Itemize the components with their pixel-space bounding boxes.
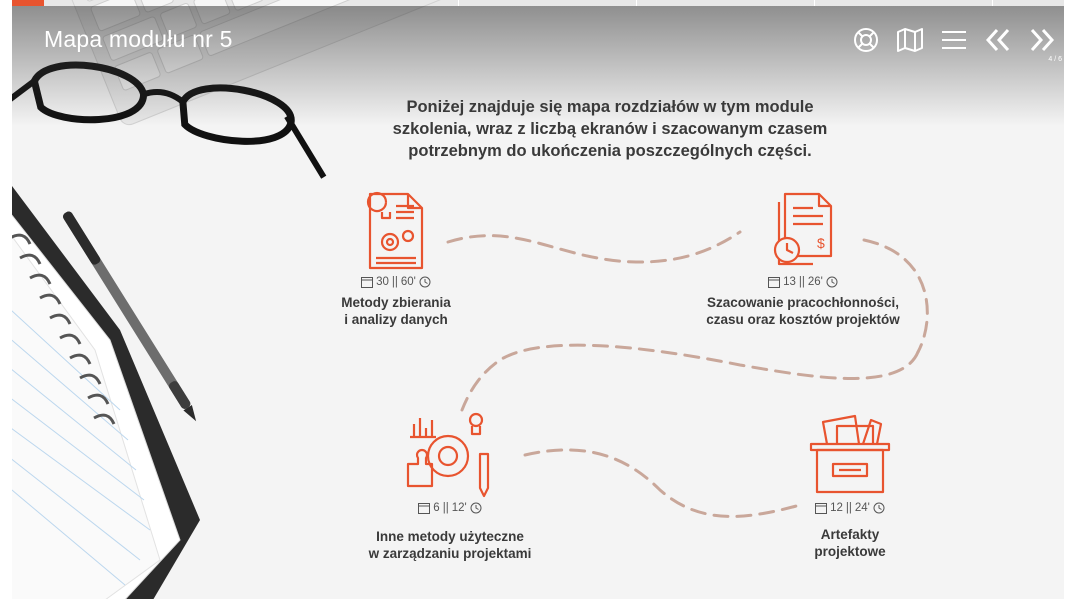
prev-button[interactable] [982, 24, 1014, 56]
frame-bottom [0, 599, 1068, 605]
chapter-time: 60' [400, 276, 416, 288]
screen-icon [768, 276, 781, 288]
invoice-clock-icon: $ [773, 192, 833, 266]
hamburger-icon [942, 31, 966, 49]
chapter-separator: || [845, 502, 852, 514]
chapter-label-line: Metody zbierania [341, 295, 451, 310]
tools-gear-icon [406, 412, 490, 498]
document-idea-icon [366, 191, 424, 270]
screen-icon [361, 276, 374, 288]
clock-icon [826, 276, 838, 288]
frame-left [0, 0, 12, 605]
chapter-node[interactable]: $ 13 || 26' Szacowanie pracochłonności, … [688, 190, 918, 328]
progress-separator [458, 0, 459, 6]
clock-icon [470, 502, 482, 514]
chapter-separator: || [442, 502, 449, 514]
next-button[interactable] [1026, 24, 1058, 56]
chapter-label: Inne metody użyteczne w zarządzaniu proj… [350, 528, 550, 562]
intro-line: szkolenia, wraz z liczbą ekranów i szaco… [392, 120, 828, 138]
lifebuoy-icon [854, 28, 878, 52]
chapter-label-line: czasu oraz kosztów projektów [706, 312, 900, 327]
map-button[interactable] [894, 24, 926, 56]
chapter-label-line: projektowe [814, 544, 886, 559]
chapter-label: Metody zbierania i analizy danych [316, 294, 476, 328]
double-chevron-left-icon [985, 28, 1010, 52]
chapter-meta: 13 || 26' [688, 276, 918, 288]
header-shade [12, 6, 1064, 126]
page-counter: 4 / 6 [1048, 56, 1062, 63]
page-title: Mapa modułu nr 5 [44, 26, 233, 52]
progress-separator [814, 0, 815, 6]
chapter-label-line: i analizy danych [344, 312, 448, 327]
chapter-meta: 6 || 12' [350, 502, 550, 514]
chapter-time: 26' [807, 276, 823, 288]
frame-right [1064, 0, 1068, 605]
menu-button[interactable] [938, 24, 970, 56]
chapter-label-line: Inne metody użyteczne [376, 529, 524, 544]
screen-icon [815, 502, 828, 514]
toolbar [850, 24, 1058, 56]
help-button[interactable] [850, 24, 882, 56]
chapter-screens: 13 [783, 276, 796, 288]
double-chevron-right-icon [1030, 28, 1055, 52]
clock-icon [419, 276, 431, 288]
chapter-separator: || [798, 276, 805, 288]
chapter-label: Szacowanie pracochłonności, czasu oraz k… [688, 294, 918, 328]
chapter-screens: 6 [433, 502, 440, 514]
map-icon [897, 28, 923, 52]
chapter-screens: 12 [830, 502, 843, 514]
intro-text: Poniżej znajduje się mapa rozdziałów w t… [360, 96, 860, 162]
chapter-time: 12' [451, 502, 467, 514]
chapter-label: Artefakty projektowe [790, 526, 910, 560]
progress-fill [12, 0, 44, 6]
chapter-meta: 30 || 60' [316, 276, 476, 288]
svg-text:$: $ [817, 235, 825, 251]
chapter-node[interactable]: 30 || 60' Metody zbierania i analizy dan… [316, 190, 476, 328]
progress-separator [992, 0, 993, 6]
chapter-screens: 30 [376, 276, 389, 288]
chapter-time: 24' [854, 502, 870, 514]
chapter-node[interactable]: 12 || 24' Artefakty projektowe [790, 410, 910, 560]
screen-icon [418, 502, 431, 514]
chapter-label-line: w zarządzaniu projektami [368, 546, 532, 561]
archive-box-icon [809, 414, 891, 494]
chapter-node[interactable]: 6 || 12' Inne metody użyteczne w zarządz… [350, 410, 550, 562]
progress-separator [636, 0, 637, 6]
clock-icon [873, 502, 885, 514]
chapter-separator: || [391, 276, 398, 288]
chapter-label-line: Szacowanie pracochłonności, [706, 295, 900, 310]
chapter-label-line: Artefakty [820, 527, 880, 542]
intro-line: Poniżej znajduje się mapa rozdziałów w t… [406, 98, 814, 116]
chapter-meta: 12 || 24' [790, 502, 910, 514]
intro-line: potrzebnym do ukończenia poszczególnych … [408, 142, 812, 160]
